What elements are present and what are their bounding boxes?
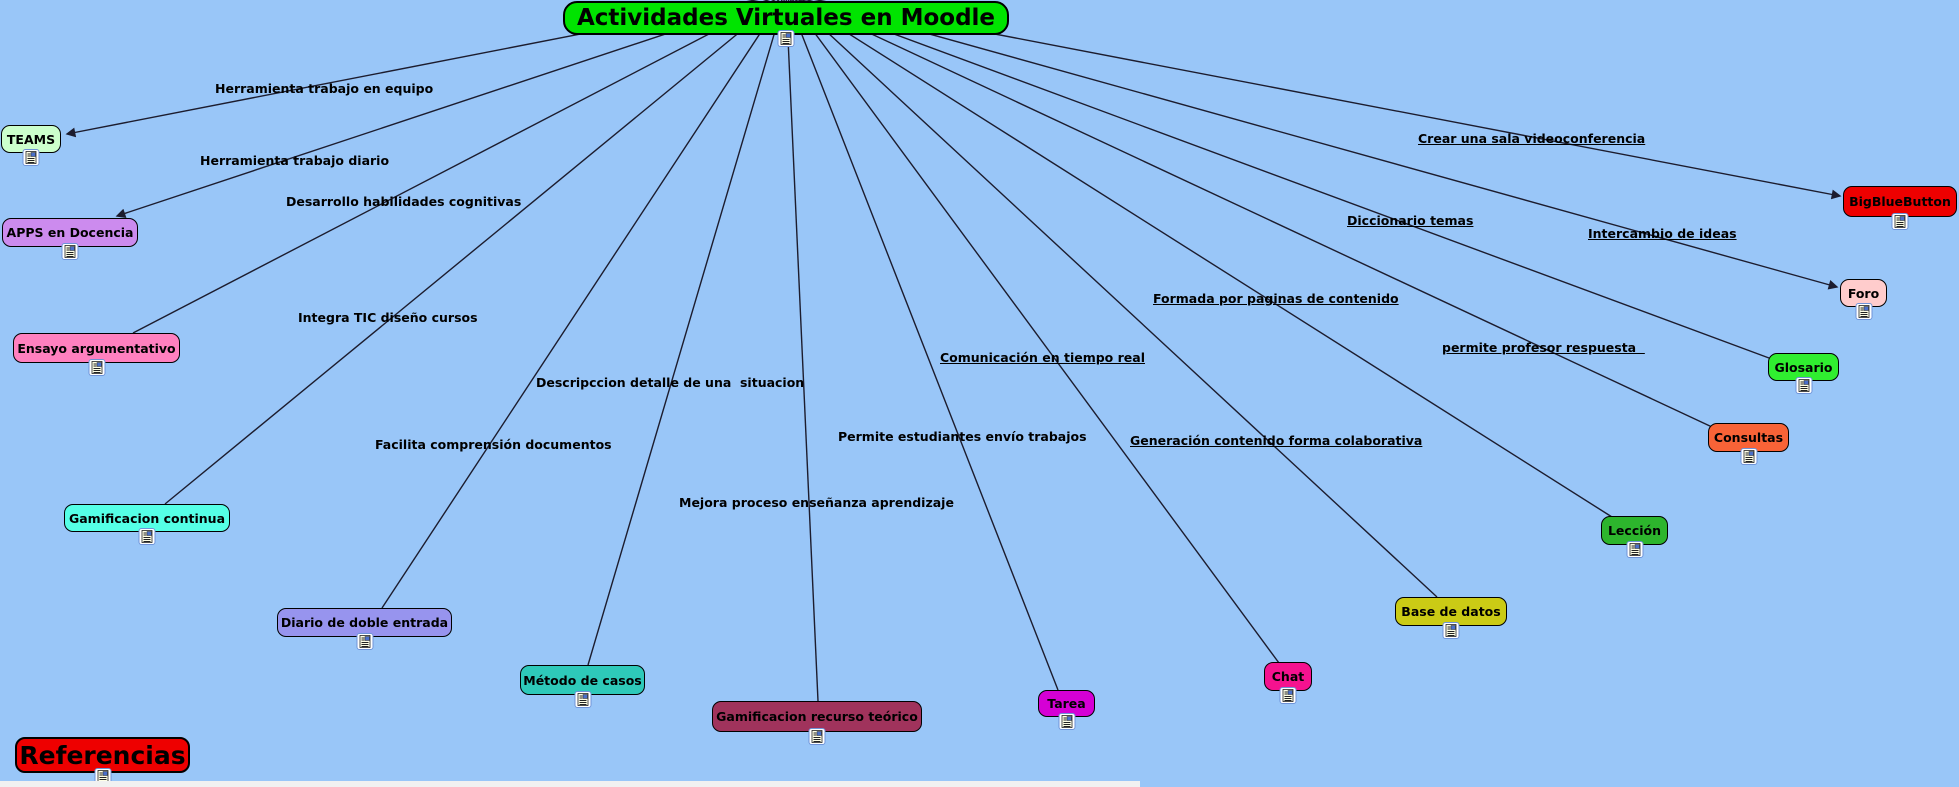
- edge-label-formada-por-paginas[interactable]: Formada por paginas de contenido: [1153, 291, 1399, 306]
- edge-label-generacion-contenido-colaborativa[interactable]: Generación contenido forma colaborativa: [1130, 433, 1423, 448]
- node-actividades-virtuales-en-moodle[interactable]: Actividades Virtuales en Moodle: [563, 1, 1009, 47]
- node-label-bigbluebutton: BigBlueButton: [1849, 194, 1951, 209]
- node-metodo-de-casos[interactable]: Método de casos: [520, 665, 645, 708]
- edge-label-herramienta-trabajo-diario[interactable]: Herramienta trabajo diario: [200, 153, 390, 168]
- title-node-label: Actividades Virtuales en Moodle: [576, 5, 996, 31]
- edge-label-permite-estudiantes-envio[interactable]: Permite estudiantes envío trabajos: [838, 429, 1087, 444]
- edge-line-diario-de-doble-entrada: [381, 0, 783, 609]
- node-label-leccion: Lección: [1607, 523, 1662, 538]
- resource-link-icon[interactable]: [574, 691, 591, 708]
- edge-label-intercambio-de-ideas[interactable]: Intercambio de ideas: [1588, 226, 1737, 241]
- node-apps-en-docencia[interactable]: APPS en Docencia: [2, 218, 138, 260]
- node-bigbluebutton[interactable]: BigBlueButton: [1843, 186, 1957, 230]
- node-chat[interactable]: Chat: [1264, 662, 1312, 704]
- node-foro[interactable]: Foro: [1840, 279, 1887, 320]
- references-node-label: Referencias: [19, 740, 186, 770]
- node-gamificacion-continua[interactable]: Gamificacion continua: [64, 504, 230, 545]
- edge-label-crear-sala-videoconferencia[interactable]: Crear una sala videoconferencia: [1418, 131, 1646, 146]
- node-referencias[interactable]: Referencias: [15, 737, 190, 785]
- resource-link-icon[interactable]: [1855, 303, 1872, 320]
- resource-link-icon[interactable]: [22, 149, 40, 166]
- edge-label-permite-profesor-respuesta[interactable]: permite profesor respuesta: [1442, 340, 1645, 355]
- node-label-tarea: Tarea: [1047, 696, 1086, 711]
- edge-line-ensayo-argumentativo: [132, 0, 776, 334]
- resource-link-icon[interactable]: [1626, 541, 1643, 558]
- edge-line-tarea: [787, 0, 1059, 691]
- edge-line-foro: [804, 0, 1839, 290]
- node-tarea[interactable]: Tarea: [1038, 690, 1095, 730]
- node-label-apps-en-docencia: APPS en Docencia: [6, 225, 134, 240]
- edge-label-facilita-comprension-documentos[interactable]: Facilita comprensión documentos: [375, 437, 612, 452]
- node-label-gamificacion-recurso-teorico: Gamificacion recurso teórico: [716, 709, 918, 724]
- resource-link-icon[interactable]: [88, 359, 105, 376]
- node-base-de-datos[interactable]: Base de datos: [1395, 597, 1507, 639]
- node-teams[interactable]: TEAMS: [1, 125, 61, 166]
- edge-line-chat: [789, 0, 1280, 664]
- edge-label-desarrollo-habilidades-cognitivas[interactable]: Desarrollo habilidades cognitivas: [286, 194, 522, 209]
- edge-line-base-de-datos: [791, 0, 1438, 598]
- edge-line-metodo-de-casos: [587, 0, 785, 666]
- resource-link-icon[interactable]: [356, 633, 373, 650]
- resource-link-icon[interactable]: [1891, 213, 1909, 230]
- node-diario-de-doble-entrada[interactable]: Diario de doble entrada: [277, 608, 452, 650]
- node-label-metodo-de-casos: Método de casos: [523, 672, 642, 688]
- resource-link-icon[interactable]: [138, 528, 156, 545]
- resource-link-icon[interactable]: [1058, 713, 1075, 730]
- node-label-gamificacion-continua: Gamificacion continua: [68, 510, 226, 526]
- node-ensayo-argumentativo[interactable]: Ensayo argumentativo: [13, 333, 180, 376]
- node-label-consultas: Consultas: [1713, 430, 1784, 445]
- node-label-diario-de-doble-entrada: Diario de doble entrada: [280, 615, 449, 630]
- edge-line-gamificacion-continua: [164, 0, 780, 505]
- node-gamificacion-recurso-teorico[interactable]: Gamificacion recurso teórico: [712, 701, 922, 745]
- edge-line-leccion: [794, 0, 1613, 518]
- edge-label-diccionario-temas[interactable]: Diccionario temas: [1347, 213, 1474, 228]
- resource-link-icon[interactable]: [1442, 622, 1460, 639]
- node-label-ensayo-argumentativo: Ensayo argumentativo: [17, 340, 176, 356]
- edge-line-gamificacion-recurso-teorico: [785, 0, 819, 702]
- resource-link-icon[interactable]: [1795, 377, 1812, 394]
- resource-link-icon[interactable]: [777, 30, 795, 47]
- edge-line-glosario: [800, 0, 1770, 359]
- resource-link-icon[interactable]: [1279, 687, 1297, 704]
- resource-link-icon[interactable]: [1740, 448, 1757, 465]
- node-glosario[interactable]: Glosario: [1768, 353, 1839, 394]
- node-label-teams: TEAMS: [6, 131, 56, 147]
- node-label-base-de-datos: Base de datos: [1401, 604, 1501, 619]
- edge-label-descripccion-detalle-situacion[interactable]: Descripccion detalle de una situacion: [536, 375, 805, 390]
- node-label-foro: Foro: [1847, 285, 1880, 301]
- resource-link-icon[interactable]: [808, 728, 826, 745]
- resource-link-icon[interactable]: [61, 243, 79, 260]
- edge-label-comunicacion-tiempo-real[interactable]: Comunicación en tiempo real: [940, 350, 1145, 365]
- canvas-boundary: [0, 781, 1140, 787]
- resource-link-icon[interactable]: [94, 768, 111, 785]
- node-consultas[interactable]: Consultas: [1708, 423, 1789, 465]
- node-label-glosario: Glosario: [1774, 359, 1833, 375]
- node-label-chat: Chat: [1271, 669, 1305, 684]
- node-leccion[interactable]: Lección: [1601, 516, 1668, 558]
- edge-label-mejora-proceso-ensenanza[interactable]: Mejora proceso enseñanza aprendizaje: [679, 495, 954, 510]
- edge-label-integra-tic-diseno-cursos[interactable]: Integra TIC diseño cursos: [298, 310, 478, 325]
- edge-label-herramienta-trabajo-en-equipo[interactable]: Herramienta trabajo en equipo: [215, 81, 434, 96]
- edge-line-consultas: [797, 0, 1713, 428]
